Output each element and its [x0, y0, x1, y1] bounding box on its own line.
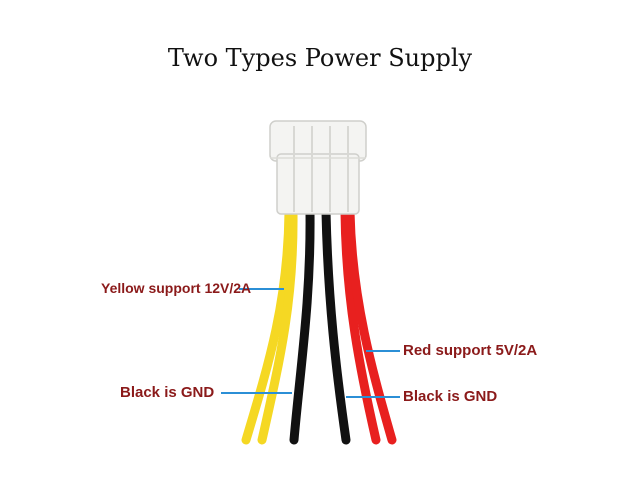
red-wire-right — [345, 207, 397, 445]
black-wire-right — [321, 207, 351, 445]
red-wire-left — [340, 207, 381, 445]
yellow-wire-left — [241, 207, 294, 445]
label-black-wire-left: Black is GND — [120, 384, 215, 401]
leader-lines — [221, 288, 400, 398]
label-red-wire: Red support 5V/2A — [403, 342, 538, 359]
wire-bundle — [241, 207, 397, 445]
label-black-wire-right: Black is GND — [403, 388, 498, 405]
connector-body — [276, 153, 360, 215]
molex-connector — [269, 120, 367, 215]
yellow-wire-right — [257, 207, 298, 445]
label-yellow-wire: Yellow support 12V/2A — [101, 280, 252, 296]
page-title: Two Types Power Supply — [167, 44, 473, 72]
black-wire-left — [289, 207, 315, 445]
